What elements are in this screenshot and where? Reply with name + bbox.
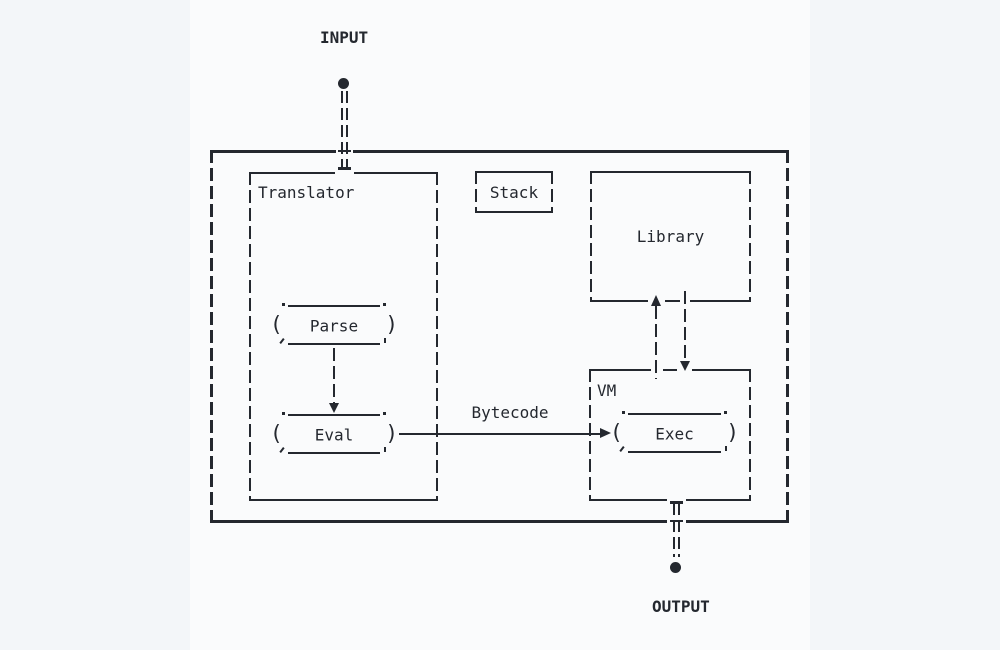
- library-top-edge: [590, 171, 751, 173]
- exec-bottom-line: [628, 451, 721, 453]
- library-to-vm-line: [684, 291, 686, 362]
- exec-corner-mark: [619, 446, 625, 452]
- stack-box: Stack: [475, 171, 553, 213]
- parse-to-eval-line: [333, 348, 335, 404]
- output-endpoint-dot: [670, 562, 681, 573]
- exec-corner-mark: [724, 411, 727, 414]
- library-bottom-edge: [590, 300, 751, 302]
- eval-corner-mark: [282, 412, 285, 415]
- exec-corner-mark: [725, 445, 727, 451]
- bytecode-line: [399, 433, 602, 435]
- vm-to-library-line: [655, 306, 657, 379]
- stack-left-edge: [475, 171, 477, 213]
- input-flow-line: [341, 91, 348, 170]
- exec-node: ( Exec ): [609, 411, 740, 456]
- output-line-cap: [670, 501, 683, 504]
- stack-bottom-edge: [475, 211, 553, 213]
- eval-close-paren: ): [385, 420, 398, 445]
- parse-corner-mark: [383, 303, 386, 306]
- parse-top-line: [288, 305, 380, 307]
- vm-left-edge: [589, 369, 591, 501]
- exec-open-paren: (: [610, 419, 623, 444]
- vm-top-edge: [589, 369, 751, 371]
- input-endpoint-dot: [338, 78, 349, 89]
- bytecode-arrowhead: [600, 428, 611, 438]
- parse-corner-mark: [384, 337, 386, 343]
- translator-bottom-edge: [249, 499, 438, 501]
- content-panel: [190, 0, 810, 650]
- input-cap-gap: [335, 171, 354, 176]
- system-box: [210, 150, 789, 523]
- vm-to-library-arrowhead: [651, 295, 661, 306]
- output-cross-gap: [667, 517, 686, 528]
- eval-open-paren: (: [270, 420, 283, 445]
- system-box-top-edge: [210, 150, 789, 153]
- stack-right-edge: [551, 171, 553, 213]
- output-flow-line: [673, 503, 680, 557]
- exec-label: Exec: [655, 424, 694, 443]
- parse-corner-mark: [282, 303, 285, 306]
- parse-bottom-line: [288, 343, 380, 345]
- bytecode-label: Bytecode: [471, 403, 549, 422]
- eval-corner-mark: [279, 447, 285, 453]
- parse-label: Parse: [309, 316, 359, 335]
- stack-label: Stack: [489, 182, 539, 202]
- translator-right-edge: [436, 172, 438, 501]
- eval-node: ( Eval ): [269, 412, 399, 457]
- exec-corner-mark: [622, 411, 625, 414]
- parse-open-paren: (: [270, 311, 283, 336]
- parse-node: ( Parse ): [269, 303, 399, 348]
- vm-line-gap: [651, 367, 663, 374]
- library-label: Library: [636, 227, 705, 246]
- eval-corner-mark: [384, 446, 386, 452]
- exec-close-paren: ): [726, 419, 739, 444]
- library-to-vm-arrowhead: [680, 361, 690, 371]
- eval-top-line: [288, 414, 380, 416]
- eval-bottom-line: [288, 452, 380, 454]
- translator-left-edge: [249, 172, 251, 501]
- eval-corner-mark: [383, 412, 386, 415]
- input-cross-tick: [338, 150, 351, 153]
- parse-to-eval-arrowhead: [329, 403, 339, 413]
- translator-label: Translator: [258, 183, 355, 202]
- exec-top-line: [628, 413, 721, 415]
- input-line-cap: [338, 167, 351, 170]
- system-box-left-edge: [210, 150, 213, 523]
- vm-right-edge: [749, 369, 751, 501]
- output-cross-tick: [670, 520, 683, 523]
- system-box-right-edge: [786, 150, 789, 523]
- output-label: OUTPUT: [652, 597, 710, 616]
- parse-corner-mark: [279, 338, 285, 344]
- input-label: INPUT: [320, 28, 369, 47]
- library-box: Library: [590, 171, 751, 302]
- library-left-edge: [590, 171, 592, 302]
- system-box-bottom-edge: [210, 520, 789, 523]
- library-right-edge: [749, 171, 751, 302]
- eval-label: Eval: [314, 425, 354, 444]
- stack-top-edge: [475, 171, 553, 173]
- vm-label: VM: [597, 381, 617, 400]
- parse-close-paren: ): [385, 311, 398, 336]
